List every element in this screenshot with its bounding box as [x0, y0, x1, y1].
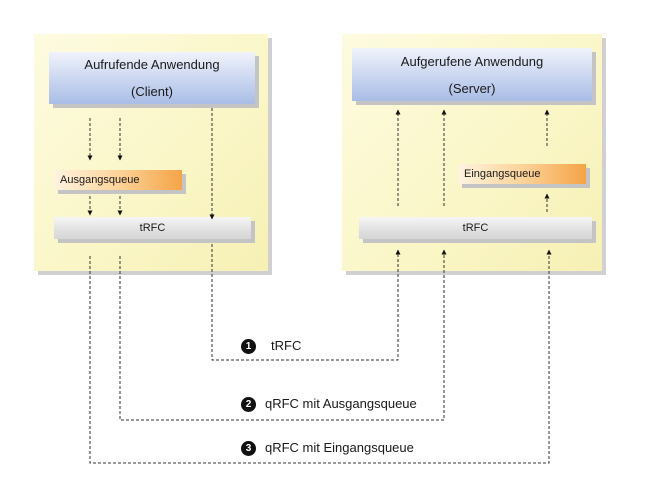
path-2-label: qRFC mit Ausgangsqueue: [265, 396, 417, 411]
server-inbound-queue: Eingangsqueue: [458, 164, 586, 184]
client-trfc-box: tRFC: [54, 217, 251, 239]
client-outbound-queue: Ausgangsqueue: [54, 170, 182, 190]
path-3-label: qRFC mit Eingangsqueue: [265, 440, 414, 455]
path-3-number-badge: 3: [241, 441, 256, 456]
client-trfc-label: tRFC: [139, 222, 166, 234]
server-trfc-box: tRFC: [359, 217, 592, 239]
server-queue-label: Eingangsqueue: [464, 168, 541, 180]
server-app-subtitle: (Server): [448, 80, 496, 96]
server-app-title: Aufgerufene Anwendung: [400, 53, 544, 69]
client-app-title: Aufrufende Anwendung: [84, 57, 220, 72]
path-1-label: tRFC: [271, 338, 302, 353]
server-app-box: Aufgerufene Anwendung (Server): [352, 48, 592, 101]
client-app-box: Aufrufende Anwendung (Client): [49, 52, 255, 104]
path-1-number-badge: 1: [241, 339, 256, 354]
server-trfc-label: tRFC: [462, 222, 489, 234]
path-3-line: [89, 249, 552, 464]
client-queue-label: Ausgangsqueue: [60, 174, 140, 186]
path-2-line: [119, 249, 447, 421]
path-2-number-badge: 2: [241, 397, 256, 412]
path-1-line: [211, 244, 401, 361]
client-app-subtitle: (Client): [131, 84, 173, 99]
